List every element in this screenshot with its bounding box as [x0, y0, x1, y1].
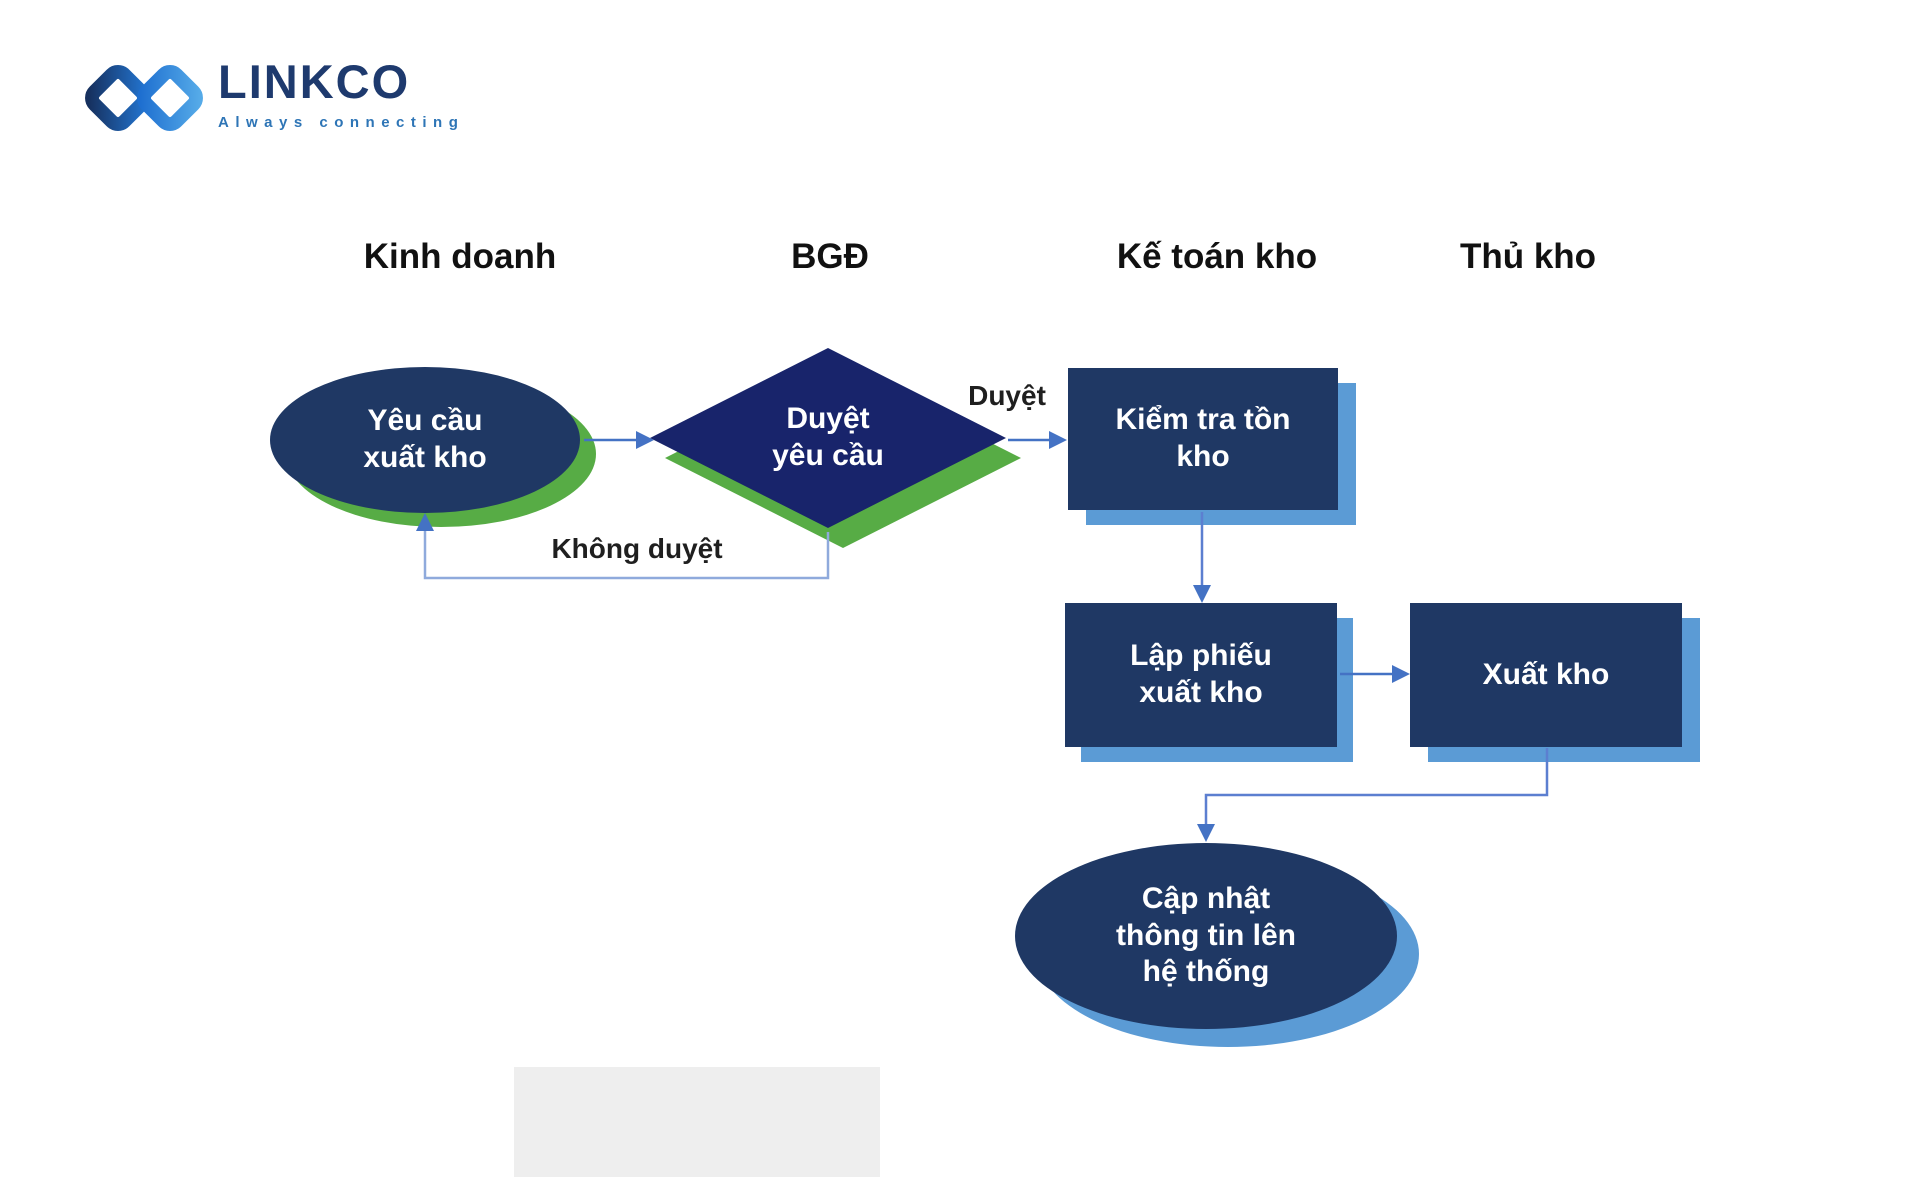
arrowhead-right-icon	[1049, 431, 1067, 449]
ellipse-shape	[1015, 843, 1397, 1029]
rect-shape	[1065, 603, 1337, 747]
placeholder-rect	[514, 1067, 880, 1177]
node-issue-goods: Xuất kho	[1410, 603, 1702, 765]
ellipse-shape	[270, 367, 580, 513]
node-label: Xuất kho	[1482, 657, 1610, 691]
logo-tagline: Always connecting	[218, 114, 465, 131]
lane-header-ke-toan-kho: Kế toán kho	[1116, 237, 1318, 276]
diamond-shape	[650, 348, 1021, 548]
chain-link-icon	[85, 65, 203, 131]
lane-header-thu-kho: Thủ kho	[1459, 237, 1597, 276]
arrowhead-right-icon	[1392, 665, 1410, 683]
diamond-main	[650, 348, 1006, 528]
rect-shape	[1410, 603, 1682, 747]
edge-label-rejected: Không duyệt	[551, 533, 723, 564]
arrowhead-down-icon	[1193, 585, 1211, 603]
lane-header-kinh-doanh: Kinh doanh	[363, 237, 557, 276]
logo-wordmark: LINKCO	[218, 55, 411, 108]
rect-shape	[1068, 368, 1338, 510]
edge-label-approved: Duyệt	[968, 380, 1046, 411]
arrowhead-down-icon	[1197, 824, 1215, 842]
lane-header-bgd: BGĐ	[791, 237, 869, 276]
linkco-logo: LINKCO Always connecting	[80, 50, 464, 146]
